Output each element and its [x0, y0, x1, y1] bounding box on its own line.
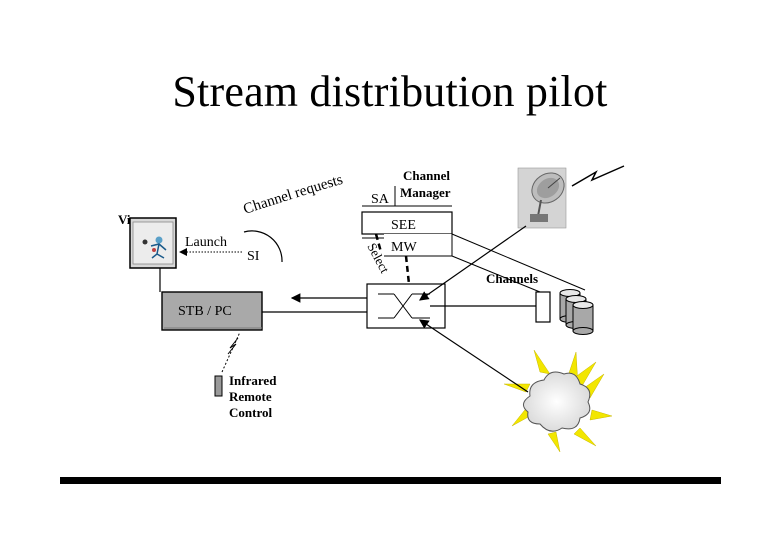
remote-label-1: Infrared: [229, 373, 277, 388]
see-mw-box: SEE MW: [361, 211, 453, 257]
remote-label-3: Control: [229, 405, 272, 420]
stb-pc-box: STB / PC: [161, 291, 263, 331]
mw-dashed-line: [404, 255, 411, 285]
database-stack-icon: [535, 289, 594, 335]
launch-label: Launch: [185, 235, 227, 250]
remote-label-2: Remote: [229, 389, 272, 404]
stb-pc-label: STB / PC: [178, 304, 232, 319]
select-dashed-line: [374, 233, 383, 253]
lightning-bolt-icon: [571, 165, 625, 187]
switch-to-see-line: [451, 233, 586, 291]
infrared-remote-icon: [214, 375, 223, 397]
mw-label: MW: [391, 240, 417, 255]
channel-manager-label-2: Manager: [400, 185, 451, 200]
infrared-signal: [221, 331, 241, 373]
cloud-to-switch-line: [419, 319, 529, 393]
si-label: SI: [247, 249, 260, 264]
si-node: SI: [243, 230, 283, 264]
explosion-cloud-icon: [503, 349, 613, 453]
satellite-to-switch-line: [419, 225, 527, 301]
sa-label: SA: [371, 192, 390, 207]
tv-viewer-icon: [129, 217, 177, 269]
see-label: SEE: [391, 218, 416, 233]
slide-title: Stream distribution pilot: [172, 67, 608, 116]
switch-to-see-line-2: [451, 255, 541, 293]
channel-manager-label-1: Channel: [403, 168, 450, 183]
bottom-rule: [60, 477, 721, 484]
channel-requests-label: Channel requests: [241, 172, 344, 218]
satellite-dish-icon: [517, 167, 567, 229]
